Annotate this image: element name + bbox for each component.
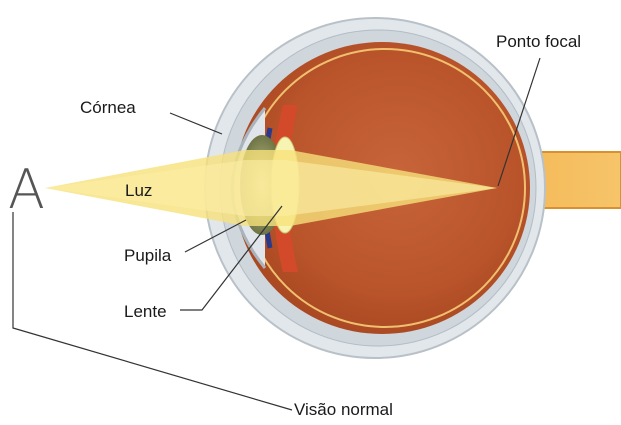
object-letter: A — [8, 158, 45, 221]
cornea-leader — [170, 113, 222, 134]
label-normal-vision: Visão normal — [294, 400, 393, 419]
label-cornea: Córnea — [80, 98, 136, 117]
label-focal-point: Ponto focal — [496, 32, 581, 51]
label-pupil: Pupila — [124, 246, 172, 265]
label-lens: Lente — [124, 302, 167, 321]
label-light: Luz — [125, 181, 152, 200]
